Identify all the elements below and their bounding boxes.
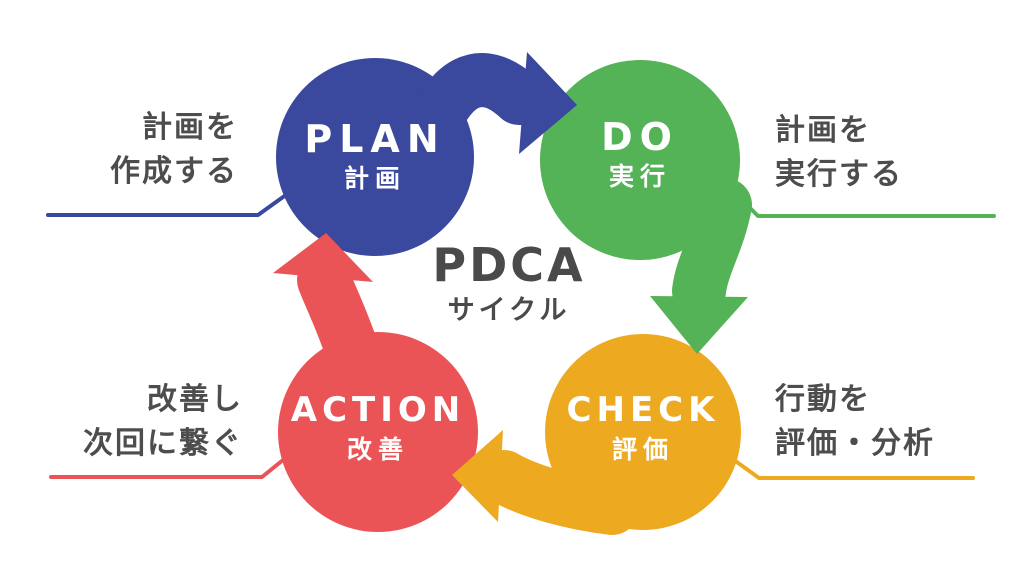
action-to-plan-arrow (273, 233, 379, 377)
do-node-text: DO 実行 (520, 115, 760, 194)
check-to-action-arrow-head (452, 430, 503, 522)
check-sublabel: 評価 (611, 435, 674, 464)
action-circle (278, 332, 478, 532)
plan-note-connector (46, 190, 292, 217)
do-to-check-arrow (650, 178, 752, 354)
check-note-connector (732, 458, 975, 480)
do-circle (540, 60, 740, 260)
plan-node-text: PLAN 計画 (255, 117, 495, 196)
plan-to-do-arrow-band (401, 53, 546, 167)
do-label: DO (601, 115, 679, 159)
do-note: 計画を 実行する (775, 109, 1020, 197)
plan-to-do-arrow-head (519, 52, 577, 154)
plan-sublabel: 計画 (343, 164, 406, 193)
check-to-action-arrow-band (477, 450, 639, 535)
diagram-subtitle: サイクル (447, 295, 571, 326)
action-note: 改善し 次回に繋ぐ (40, 378, 243, 466)
do-to-check-arrow-band (672, 178, 752, 318)
plan-note-line1: 計画を (142, 110, 238, 145)
action-label: ACTION (290, 390, 466, 430)
do-note-line1: 計画を (775, 113, 871, 148)
action-note-connector (49, 454, 290, 479)
plan-note: 計画を 作成する (40, 106, 238, 194)
check-note-line2: 評価・分析 (775, 426, 935, 461)
plan-label: PLAN (304, 117, 446, 161)
check-note: 行動を 評価・分析 (775, 378, 1024, 466)
do-note-line2: 実行する (775, 157, 903, 192)
action-node-text: ACTION 改善 (258, 388, 498, 467)
plan-to-do-arrow (401, 52, 577, 167)
diagram-title: PDCA (432, 238, 586, 292)
check-to-action-arrow (452, 430, 639, 535)
action-note-line1: 改善し (147, 382, 243, 417)
action-note-line2: 次回に繋ぐ (83, 426, 243, 461)
do-sublabel: 実行 (608, 162, 671, 191)
action-sublabel: 改善 (346, 435, 409, 464)
check-note-line1: 行動を (775, 382, 871, 417)
action-to-plan-arrow-head (273, 233, 373, 282)
do-to-check-arrow-head (650, 296, 748, 354)
check-label: CHECK (566, 390, 720, 430)
check-node-text: CHECK 評価 (523, 388, 763, 467)
plan-note-line2: 作成する (110, 154, 238, 189)
action-to-plan-arrow-band (297, 253, 379, 377)
